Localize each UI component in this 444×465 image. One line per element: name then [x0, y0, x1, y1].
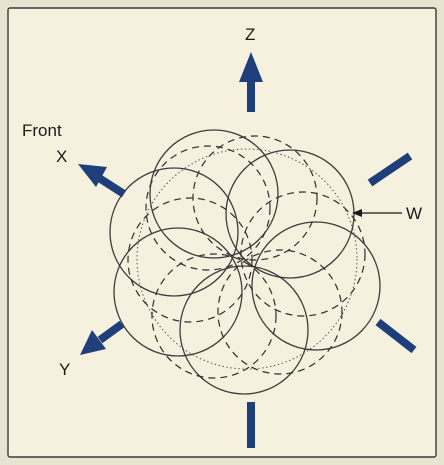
y-axis-label: Y	[59, 360, 70, 379]
rear-axis-bottom-right	[375, 318, 417, 354]
front-label: Front	[22, 121, 62, 140]
diagram-frame	[7, 7, 437, 458]
y-axis-arrow	[80, 320, 125, 355]
dashed-lobe-left	[127, 197, 253, 323]
w-pointer	[352, 209, 402, 217]
solid-lobe-top-left	[149, 129, 279, 259]
dashed-lobe-upper-left	[145, 145, 271, 271]
solid-lobe-left	[113, 227, 243, 357]
w-label: W	[406, 204, 422, 223]
solid-lobe-top-right	[225, 149, 355, 279]
dashed-lobe-right	[240, 191, 366, 317]
x-axis-arrow	[78, 164, 127, 198]
dashed-lobe-bottom-left	[151, 253, 277, 379]
x-axis-label: X	[56, 147, 67, 166]
z-axis-label: Z	[245, 25, 255, 44]
solid-lobes	[109, 129, 381, 395]
solid-lobe-right	[251, 221, 381, 351]
dashed-lobes	[127, 135, 366, 379]
solid-lobe-bottom	[179, 265, 309, 395]
z-axis-arrow	[239, 52, 263, 112]
rear-axis-top-right	[367, 152, 413, 187]
solid-lobe-upper-left	[109, 167, 239, 297]
dashed-lobe-bottom-right	[217, 249, 343, 375]
